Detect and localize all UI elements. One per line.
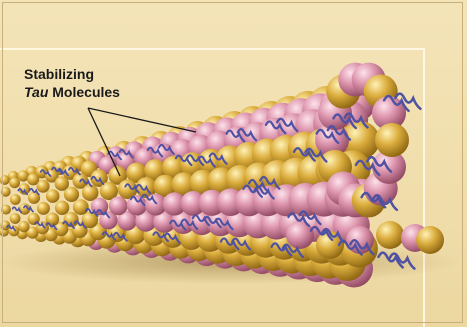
alpha-tubulin-sphere: [10, 213, 21, 224]
alpha-tubulin-sphere: [37, 202, 50, 215]
alpha-tubulin-sphere: [0, 175, 10, 185]
label-stabilizing: Stabilizing: [24, 66, 94, 83]
alpha-tubulin-sphere: [55, 201, 69, 215]
alpha-tubulin-sphere: [18, 221, 29, 232]
beta-tubulin-sphere: [286, 221, 314, 249]
beta-tubulin-sphere: [109, 197, 128, 216]
alpha-tubulin-sphere: [1, 205, 11, 215]
alpha-tubulin-sphere: [416, 226, 444, 254]
alpha-tubulin-sphere: [9, 177, 20, 188]
alpha-tubulin-sphere: [1, 187, 11, 197]
label-molecules: Molecules: [48, 84, 120, 100]
alpha-tubulin-sphere: [375, 123, 409, 157]
alpha-tubulin-sphere: [376, 221, 404, 249]
label-tau-molecules: Tau Molecules: [24, 84, 120, 101]
alpha-tubulin-sphere: [37, 180, 50, 193]
label-tau-italic: Tau: [24, 84, 48, 100]
alpha-tubulin-sphere: [64, 187, 79, 202]
alpha-tubulin-sphere: [46, 189, 60, 203]
alpha-tubulin-sphere: [10, 194, 21, 205]
alpha-tubulin-sphere: [82, 184, 99, 201]
alpha-tubulin-sphere: [73, 199, 89, 215]
